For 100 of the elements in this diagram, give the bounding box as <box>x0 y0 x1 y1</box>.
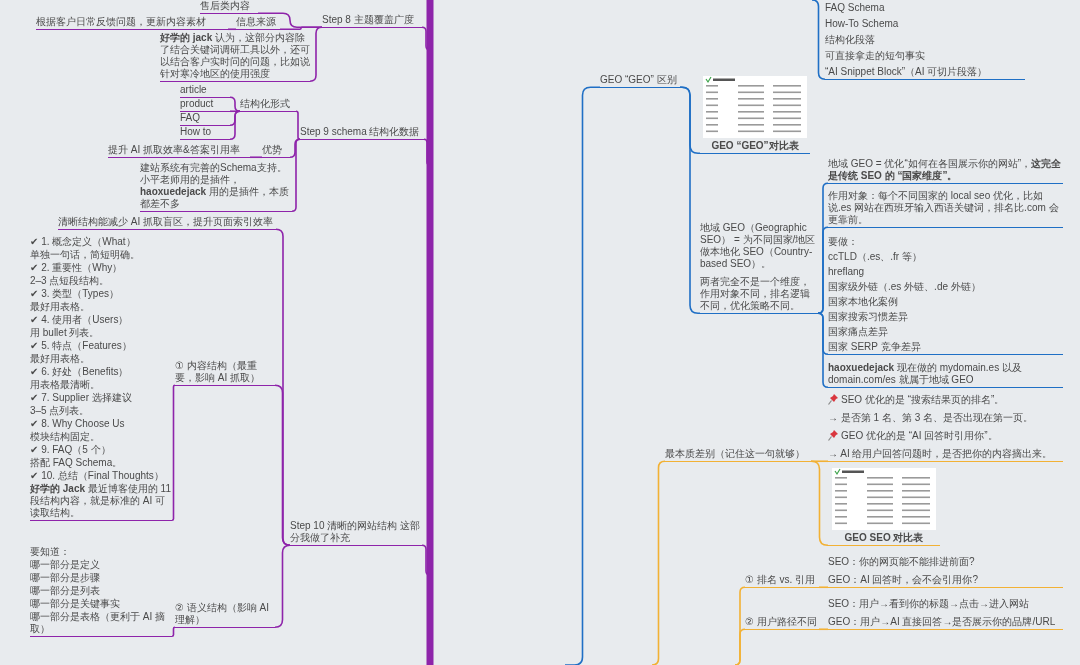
table-caption: GEO “GEO”对比表 <box>710 140 800 152</box>
topic-text: GEO “GEO” 区别 <box>600 74 678 86</box>
topic-text: 2–3 点短段结构。 <box>30 275 111 287</box>
topic-text: 地域 GEO = 优化“如何在各国展示你的网站”，这完全是传统 SEO 的 “国家维度”。 <box>828 158 1063 182</box>
topic-text: 3–5 点列表。 <box>30 405 91 417</box>
topic-text: 提升 AI 抓取效率&答案引用率 <box>108 144 241 156</box>
topic-text: ✔ 2. 重要性（Why） <box>30 262 124 274</box>
topic-text: 用 bullet 列表。 <box>30 327 101 339</box>
topic-text: 结构化段落 <box>825 34 876 46</box>
topic-text: 国家级外链（.es 外链、.de 外链） <box>828 281 982 293</box>
topic-text: ✔ 7. Supplier 选择建议 <box>30 392 133 404</box>
topic-text: 根据客户日常反馈问题，更新内容素材 <box>36 16 207 28</box>
topic-text: Step 10 清晰的网站结构 这部分我做了补充 <box>290 520 422 544</box>
branch-line <box>309 26 323 83</box>
topic-text: hreflang <box>828 266 866 278</box>
topic-text: 建站系统有完善的Schema支持。小平老师用的是插件，haoxuedejack 用的是插件，本质都差不多 <box>140 162 290 210</box>
branch-line <box>811 0 826 81</box>
branch-line <box>171 626 176 638</box>
topic-node <box>828 394 1063 462</box>
topic-node <box>180 84 230 98</box>
topic-text: ✔ 1. 概念定义（What） <box>30 236 137 248</box>
branch-line <box>818 628 829 631</box>
branch-line <box>249 156 263 159</box>
topic-node <box>108 144 250 158</box>
topic-text: 要知道： <box>30 546 71 558</box>
topic-text: 单独一句话，简短明确。 <box>30 249 141 261</box>
topic-node <box>700 222 818 314</box>
topic-node <box>828 598 1063 630</box>
topic-text: 用表格最清晰。 <box>30 379 101 391</box>
topic-text: ① 排名 vs. 引用 <box>745 574 817 586</box>
branch-line <box>564 86 601 665</box>
topic-text: 国家痛点差异 <box>828 326 889 338</box>
topic-text: 模块结构固定。 <box>30 431 101 443</box>
topic-text: 信息来源 <box>236 16 277 28</box>
topic-text: 哪一部分是关键事实 <box>30 598 121 610</box>
topic-node <box>30 236 172 521</box>
topic-text: 国家搜索习惯差异 <box>828 311 909 323</box>
topic-text: 搭配 FAQ Schema。 <box>30 457 124 469</box>
topic-text: 两者完全不是一个维度，作用对象不同，排名逻辑不同，优化策略不同。 <box>700 276 811 312</box>
topic-text: FAQ Schema <box>825 2 886 14</box>
topic-text: SEO：你的网页能不能排进前面? <box>828 556 976 568</box>
topic-node <box>700 76 810 154</box>
topic-node <box>175 360 275 386</box>
topic-node <box>825 2 1025 80</box>
topic-node <box>665 448 811 462</box>
topic-text: FAQ <box>180 112 201 124</box>
topic-node <box>828 556 1063 588</box>
branch-line <box>171 384 176 522</box>
topic-text: Step 9 schema 结构化数据 <box>300 126 421 138</box>
topic-text: GEO：用户→AI 直接回答→是否展示你的品牌/URL <box>828 616 1057 628</box>
topic-text: ✔ 5. 特点（Features） <box>30 340 133 352</box>
topic-text: ✔ 9. FAQ（5 个） <box>30 444 112 456</box>
branch-line <box>279 26 323 31</box>
topic-node <box>322 14 422 28</box>
branch-line <box>229 110 241 113</box>
topic-text: ccTLD（.es、.fr 等） <box>828 251 923 263</box>
topic-text: ② 用户路径不同 <box>745 616 818 628</box>
topic-text: ② 语义结构（影响 AI 理解） <box>175 602 270 626</box>
topic-text: 最本质差别（记住这一句就够） <box>665 448 806 460</box>
topic-text: 好学的 jack 认为，这部分内容除了结合关键词调研工具以外，还可以结合客户实时问的问题，比如说针对寒冷地区的使用强度 <box>160 32 310 80</box>
topic-text: “AI Snippet Block”（AI 可切片段落） <box>825 66 989 78</box>
topic-text: 售后类内容 <box>200 0 251 12</box>
branch-line <box>810 460 829 463</box>
branch-line <box>817 312 829 389</box>
branch-line <box>817 226 829 315</box>
topic-node <box>180 112 230 126</box>
topic-text: 好学的 Jack 最近博客使用的 11 段结构内容，就是标准的 AI 可读取结构。 <box>30 483 172 519</box>
topic-node <box>262 144 290 158</box>
topic-text: 国家本地化案例 <box>828 296 899 308</box>
topic-text: article <box>180 84 208 96</box>
branch-line <box>295 110 301 141</box>
topic-node <box>828 362 1063 388</box>
topic-text: 地域 GEO（Geographic SEO） = 为不同国家/地区做本地化 SEO（Country-based SEO）。 <box>700 222 817 270</box>
topic-text: 国家 SERP 竞争差异 <box>828 341 922 353</box>
topic-text: 哪一部分是步骤 <box>30 572 101 584</box>
topic-text: SEO：用户→看到你的标题→点击→进入网站 <box>828 598 1031 610</box>
topic-text: → AI 给用户回答问题时，是否把你的内容摘出来。 <box>828 448 1054 460</box>
topic-text: 结构化形式 <box>240 98 291 110</box>
topic-text: 哪一部分是列表 <box>30 585 101 597</box>
topic-text: 要做： <box>828 236 859 248</box>
topic-text: 可直接拿走的短句事实 <box>825 50 926 62</box>
branch-line <box>291 138 301 213</box>
topic-node <box>30 546 172 637</box>
topic-text: 作用对象：每个不同国家的 local seo 优化，比如说.es 网站在西班牙输入西语关键词，排名比.com 会更靠前。 <box>828 190 1060 226</box>
topic-text: How to <box>180 126 213 138</box>
topic-text: ✔ 6. 好处（Benefits） <box>30 366 130 378</box>
topic-text: product <box>180 98 215 110</box>
topic-node <box>200 0 258 14</box>
topic-text: SEO 优化的是 “搜索结果页的排名”。 <box>841 394 1005 406</box>
topic-node <box>180 98 230 112</box>
topic-text: → 是否第 1 名、第 3 名、是否出现在第一页。 <box>828 412 1034 424</box>
topic-node <box>828 236 1063 355</box>
topic-text: ✔ 4. 使用者（Users） <box>30 314 130 326</box>
topic-node <box>828 468 940 546</box>
branch-line <box>818 586 829 589</box>
topic-text: 优势 <box>262 144 283 156</box>
topic-node <box>180 126 230 140</box>
topic-text: 最好用表格。 <box>30 301 91 313</box>
topic-text: 最好用表格。 <box>30 353 91 365</box>
topic-text: How-To Schema <box>825 18 900 30</box>
